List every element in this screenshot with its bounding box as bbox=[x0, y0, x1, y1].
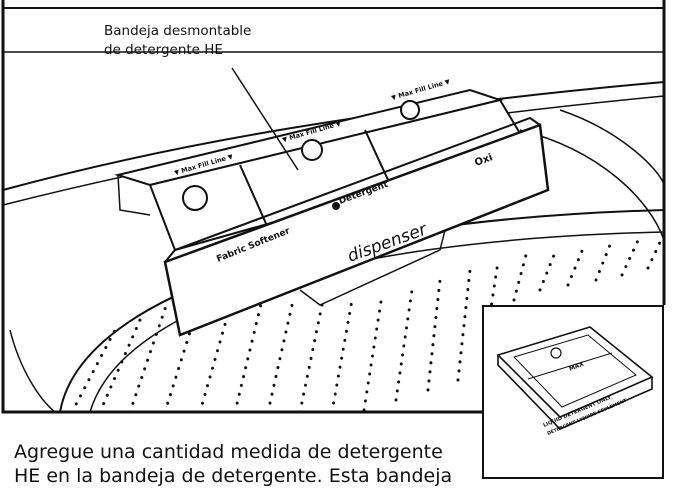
tub-side-right-2 bbox=[559, 109, 665, 186]
caption-line-2: HE en la bandeja de detergente. Esta ban… bbox=[14, 465, 453, 487]
tub-side-right bbox=[519, 129, 665, 241]
callout-leader-line bbox=[231, 67, 299, 171]
tray-siphon bbox=[550, 347, 562, 359]
lid-sweep-1 bbox=[2, 81, 665, 191]
tray-max-line bbox=[527, 352, 613, 380]
dispenser-left-gap bbox=[117, 174, 151, 216]
tray-front bbox=[497, 355, 653, 430]
callout-line-2: de detergente HE bbox=[104, 42, 223, 58]
siphon-softener bbox=[182, 185, 208, 211]
instruction-caption: Agregue una cantidad medida de detergent… bbox=[14, 440, 494, 488]
dispenser-front bbox=[163, 123, 550, 337]
callout-line-1: Bandeja desmontable bbox=[104, 23, 252, 39]
illustration-frame bbox=[1, 0, 666, 414]
liquid-tray-illustration: MAX LIQUID DETERGENT ONLY DÉTERGENT LIQU… bbox=[496, 326, 654, 437]
basket-hole-pattern bbox=[70, 234, 664, 414]
siphon-oxi bbox=[400, 100, 420, 120]
siphon-detergent bbox=[301, 139, 323, 161]
tray-outline bbox=[496, 326, 654, 418]
detergent-symbol-icon bbox=[332, 202, 340, 210]
caption-line-1: Agregue una cantidad medida de detergent… bbox=[14, 441, 443, 463]
inset-liquid-tray-detail: MAX LIQUID DETERGENT ONLY DÉTERGENT LIQU… bbox=[482, 305, 664, 479]
tray-inner bbox=[513, 334, 637, 408]
tub-side-left bbox=[9, 329, 56, 413]
dispenser-handle-notch bbox=[299, 229, 446, 306]
tray-callout-label: Bandeja desmontable de detergente HE bbox=[104, 22, 251, 60]
dispenser-front-lip bbox=[164, 116, 541, 263]
